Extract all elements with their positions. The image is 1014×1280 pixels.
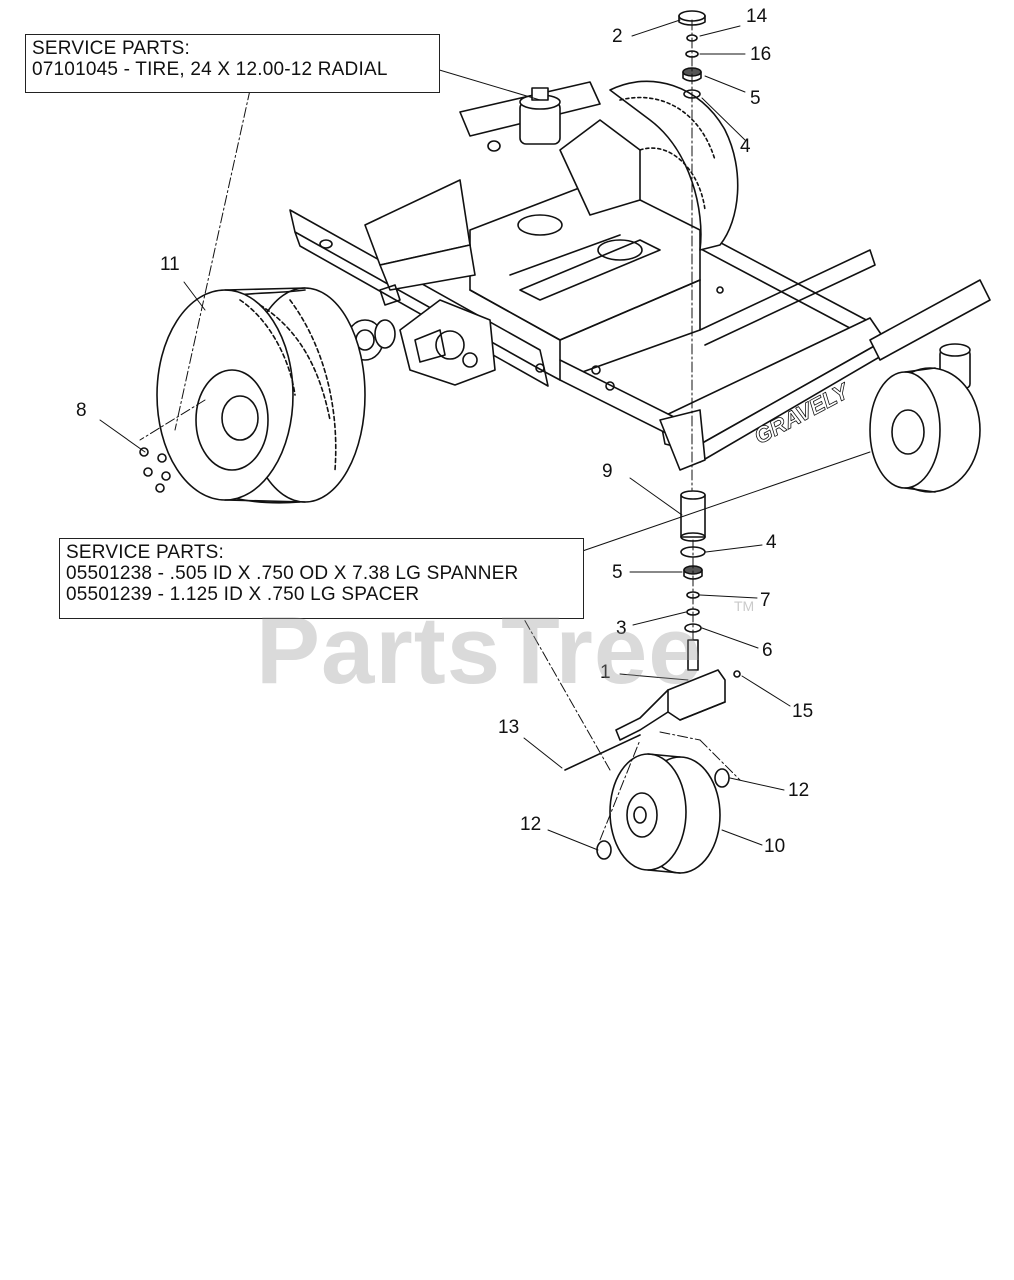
part-number-label: 8 [76, 400, 87, 421]
part-number-label: 16 [750, 44, 772, 65]
part-number-label: 10 [764, 836, 786, 857]
part-number-label: 4 [766, 532, 777, 553]
mower-frame: GRAVELY [289, 81, 991, 471]
center-lines [139, 19, 741, 841]
watermark-tm: TM [734, 598, 755, 614]
part-number-label: 12 [520, 814, 542, 835]
watermark: PartsTree [256, 597, 703, 704]
lug-nuts [139, 447, 171, 493]
part-number-label: 5 [612, 562, 623, 583]
part-number-label: 3 [616, 618, 627, 639]
part-number-label: 5 [750, 88, 761, 109]
part-number-label: 2 [612, 26, 623, 47]
right-front-caster-wheel [869, 367, 981, 493]
part-number-label: 9 [602, 461, 613, 482]
caster-assembly [564, 10, 741, 874]
part-number-label: 1 [600, 662, 611, 683]
callout-line: 07101045 - TIRE, 24 X 12.00-12 RADIAL [32, 59, 388, 80]
callout-title: SERVICE PARTS: [66, 542, 225, 563]
callout-line: 05501239 - 1.125 ID X .750 LG SPACER [66, 584, 420, 605]
part-number-label: 14 [746, 6, 768, 27]
part-number-label: 13 [498, 717, 520, 738]
part-number-label: 7 [760, 590, 771, 611]
part-number-label: 11 [160, 254, 180, 275]
part-number-label: 4 [740, 136, 751, 157]
part-number-label: 6 [762, 640, 773, 661]
rear-left-tire [156, 287, 366, 504]
leader-lines [99, 19, 871, 851]
callout-title: SERVICE PARTS: [32, 38, 191, 59]
part-number-label: 15 [792, 701, 814, 722]
rear-right-tire [609, 80, 739, 251]
tire-service-parts-callout: SERVICE PARTS: 07101045 - TIRE, 24 X 12.… [25, 34, 440, 93]
part-number-label: 12 [788, 780, 810, 801]
callout-line: 05501238 - .505 ID X .750 OD X 7.38 LG S… [66, 563, 519, 584]
caster-service-parts-callout: SERVICE PARTS: 05501238 - .505 ID X .750… [59, 538, 584, 619]
